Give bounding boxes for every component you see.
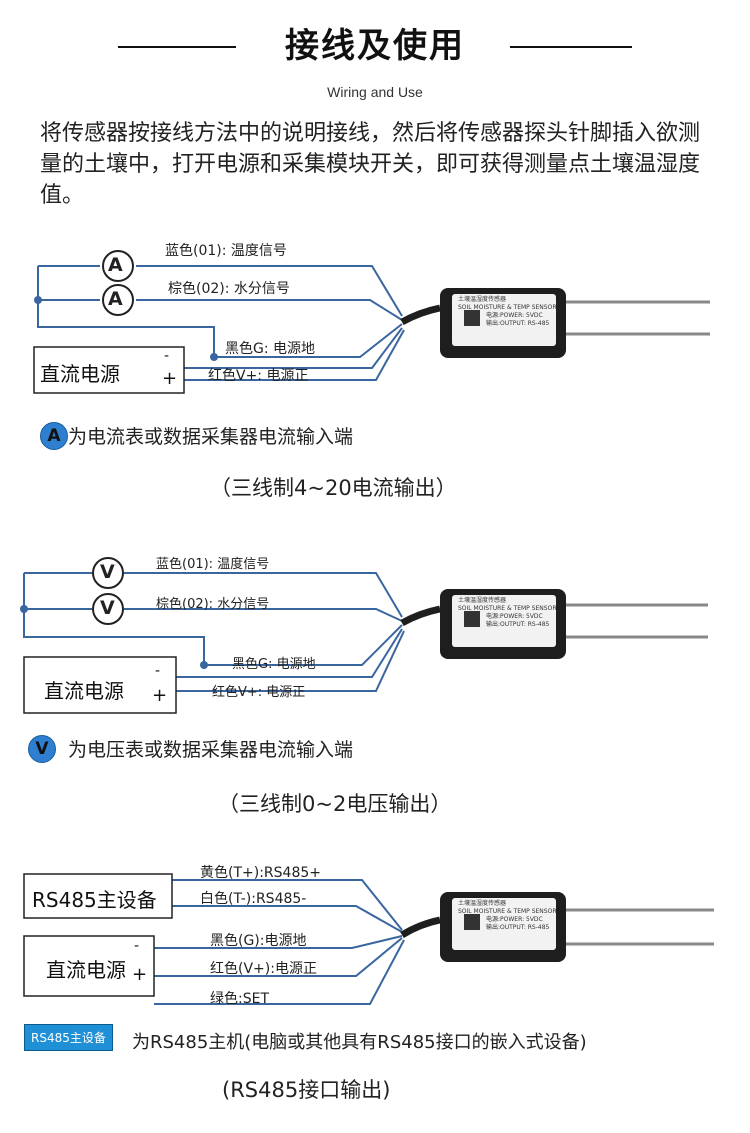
sensor-icon — [440, 288, 710, 358]
plus-sign: + — [162, 368, 178, 389]
diagram-rs485-output: 黄色(T+):RS485+ 白色(T-):RS485- 黑色(G):电源地 红色… — [0, 858, 750, 1118]
sensor-text: 土壤温湿度传感器 SOIL MOISTURE & TEMP SENSOR 电源:… — [458, 296, 557, 327]
sensor-text: 土壤温湿度传感器 SOIL MOISTURE & TEMP SENSOR 电源:… — [458, 597, 557, 628]
ammeter-icon — [102, 284, 134, 316]
diagram-voltage-output: V V 蓝色(01): 温度信号 棕色(02): 水分信号 黑色G: 电源地 红… — [0, 545, 750, 825]
output-mode: (RS485接口输出) — [222, 1078, 391, 1102]
wire-label-black: 黑色(G):电源地 — [210, 933, 307, 949]
junction-dot — [20, 605, 28, 613]
meter-symbol: A — [108, 288, 123, 310]
rs485-master-box — [23, 873, 173, 919]
intro-text: 将传感器按接线方法中的说明接线，然后将传感器探头针脚插入欲测量的土壤中，打开电源… — [40, 121, 701, 208]
wire-label-blue: 蓝色(01): 温度信号 — [165, 243, 287, 259]
wire-label-brown: 棕色(02): 水分信号 — [168, 281, 290, 297]
legend-text: 为RS485主机(电脑或其他具有RS485接口的嵌入式设备) — [132, 1032, 587, 1053]
title-rule-left — [118, 46, 236, 48]
sensor-text: 土壤温湿度传感器 SOIL MOISTURE & TEMP SENSOR 电源:… — [458, 900, 557, 931]
output-mode: （三线制0~2电压输出） — [218, 792, 452, 816]
power-supply-box — [23, 656, 177, 714]
rs485-master-badge: RS485主设备 — [24, 1024, 113, 1051]
plus-sign: + — [132, 964, 148, 985]
meter-symbol: V — [100, 561, 115, 583]
diagram-current-output: A A 蓝色(01): 温度信号 棕色(02): 水分信号 黑色G: 电源地 红… — [0, 230, 750, 510]
wire-label-red: 红色(V+):电源正 — [210, 961, 317, 977]
wire-label-black: 黑色G: 电源地 — [225, 341, 316, 357]
wiring-svg-voltage — [20, 557, 708, 714]
ammeter-badge-icon: A — [40, 422, 68, 450]
rs485-master-label: RS485主设备 — [32, 888, 157, 912]
wire-label-green: 绿色:SET — [210, 991, 270, 1007]
plus-sign: + — [152, 685, 168, 706]
minus-sign: - — [155, 663, 161, 679]
page-subtitle: Wiring and Use — [327, 84, 423, 100]
ammeter-icon — [102, 250, 134, 282]
wiring-svg-rs485 — [23, 873, 714, 1005]
output-mode: （三线制4~20电流输出） — [210, 476, 457, 500]
voltmeter-icon — [92, 557, 124, 589]
wire-label-blue: 蓝色(01): 温度信号 — [156, 557, 270, 572]
wire-label-white: 白色(T-):RS485- — [200, 891, 307, 907]
wire-label-black: 黑色G: 电源地 — [232, 657, 316, 672]
wire-label-yellow: 黄色(T+):RS485+ — [200, 865, 321, 881]
sensor-icon — [440, 892, 714, 962]
wiring-svg-current — [33, 250, 710, 394]
junction-dot — [34, 296, 42, 304]
meter-symbol: V — [100, 597, 115, 619]
legend-text: 为电压表或数据采集器电流输入端 — [68, 739, 354, 761]
power-supply-label: 直流电源 — [44, 679, 124, 703]
power-supply-box — [23, 935, 155, 997]
wire-label-brown: 棕色(02): 水分信号 — [156, 597, 270, 612]
power-supply-label: 直流电源 — [40, 362, 120, 386]
minus-sign: - — [164, 348, 170, 364]
power-supply-label: 直流电源 — [46, 958, 126, 982]
junction-dot — [200, 661, 208, 669]
minus-sign: - — [134, 938, 140, 954]
page-title: 接线及使用 — [285, 26, 465, 66]
power-supply-box — [33, 346, 185, 394]
sensor-icon — [440, 589, 708, 659]
wire-label-red: 红色V+: 电源正 — [212, 685, 306, 700]
voltmeter-badge-icon: V — [28, 735, 56, 763]
meter-symbol: A — [108, 254, 123, 276]
legend-text: 为电流表或数据采集器电流输入端 — [68, 426, 354, 448]
title-rule-right — [510, 46, 632, 48]
voltmeter-icon — [92, 593, 124, 625]
wire-label-red: 红色V+: 电源正 — [208, 368, 309, 384]
junction-dot — [210, 353, 218, 361]
